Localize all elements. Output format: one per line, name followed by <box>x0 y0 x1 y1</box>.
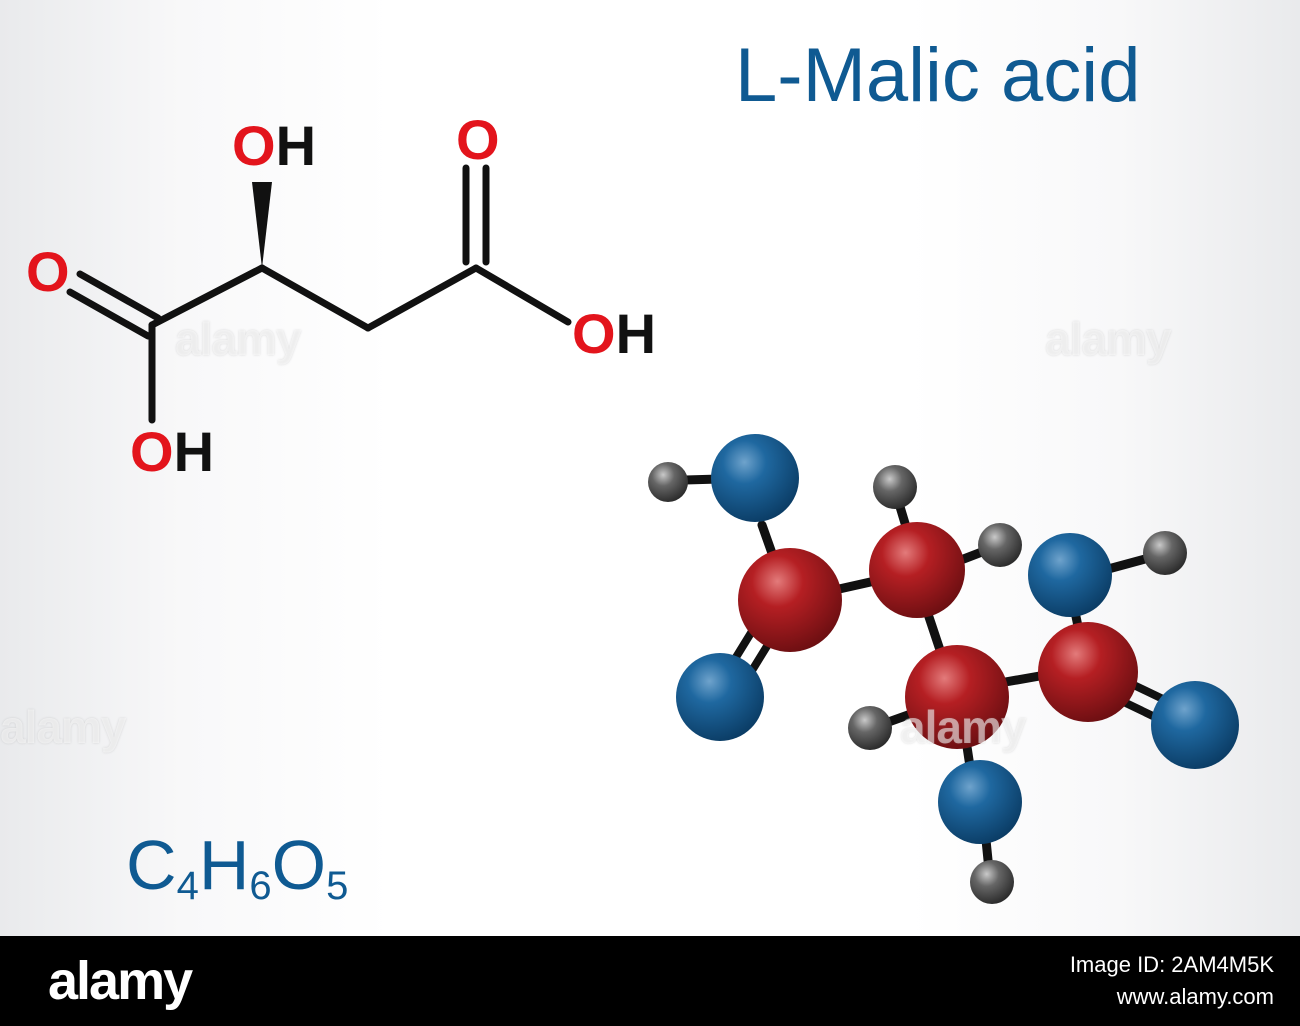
watermark: alamy <box>900 701 1026 753</box>
watermark: alamy <box>1045 313 1171 365</box>
bond-c2-c3 <box>258 264 372 332</box>
oxygen-atom <box>1028 533 1112 617</box>
oxygen-atom <box>938 760 1022 844</box>
carbon-atom <box>869 522 965 618</box>
oxygen-atom <box>1151 681 1239 769</box>
hydrogen-atom <box>873 465 917 509</box>
bond-c1-o-double-a <box>66 288 152 340</box>
diagram-canvas: OH O O OH OH <box>0 0 1300 936</box>
carbon-atom <box>738 548 842 652</box>
bond-c4-oh <box>472 264 572 326</box>
label-o-top: O <box>456 108 500 171</box>
ball-and-stick-model <box>648 434 1239 904</box>
label-oh-top: OH <box>232 114 317 177</box>
molecule-title: L-Malic acid <box>735 33 1141 118</box>
carbon-atom <box>905 645 1009 749</box>
bond-c1-o-double-b <box>76 270 162 322</box>
oxygen-atom <box>711 434 799 522</box>
hydrogen-atom <box>1143 531 1187 575</box>
wedge-bond-c2-oh <box>252 182 272 268</box>
watermark: alamy <box>175 313 301 365</box>
bond-c3-c4 <box>364 264 480 332</box>
footer-url-link[interactable]: www.alamy.com <box>1116 984 1274 1009</box>
hydrogen-atom <box>848 706 892 750</box>
carbon-atom <box>1038 622 1138 722</box>
label-oh-bottom: OH <box>130 420 215 483</box>
oxygen-atom <box>676 653 764 741</box>
hydrogen-atom <box>648 462 688 502</box>
watermark: alamy <box>0 701 126 753</box>
label-o-left: O <box>26 240 70 303</box>
footer-bar: alamy Image ID: 2AM4M5K www.alamy.com <box>0 936 1300 1026</box>
label-oh-right: OH <box>572 302 657 365</box>
bond-c1-c2 <box>148 264 266 329</box>
hydrogen-atom <box>978 523 1022 567</box>
skeletal-structure <box>66 164 572 424</box>
footer-image-id: Image ID: 2AM4M5K <box>1069 952 1274 977</box>
molecular-formula: C4H6O5 <box>126 826 349 908</box>
footer-brand-logo[interactable]: alamy <box>48 951 193 1011</box>
hydrogen-atom <box>970 860 1014 904</box>
